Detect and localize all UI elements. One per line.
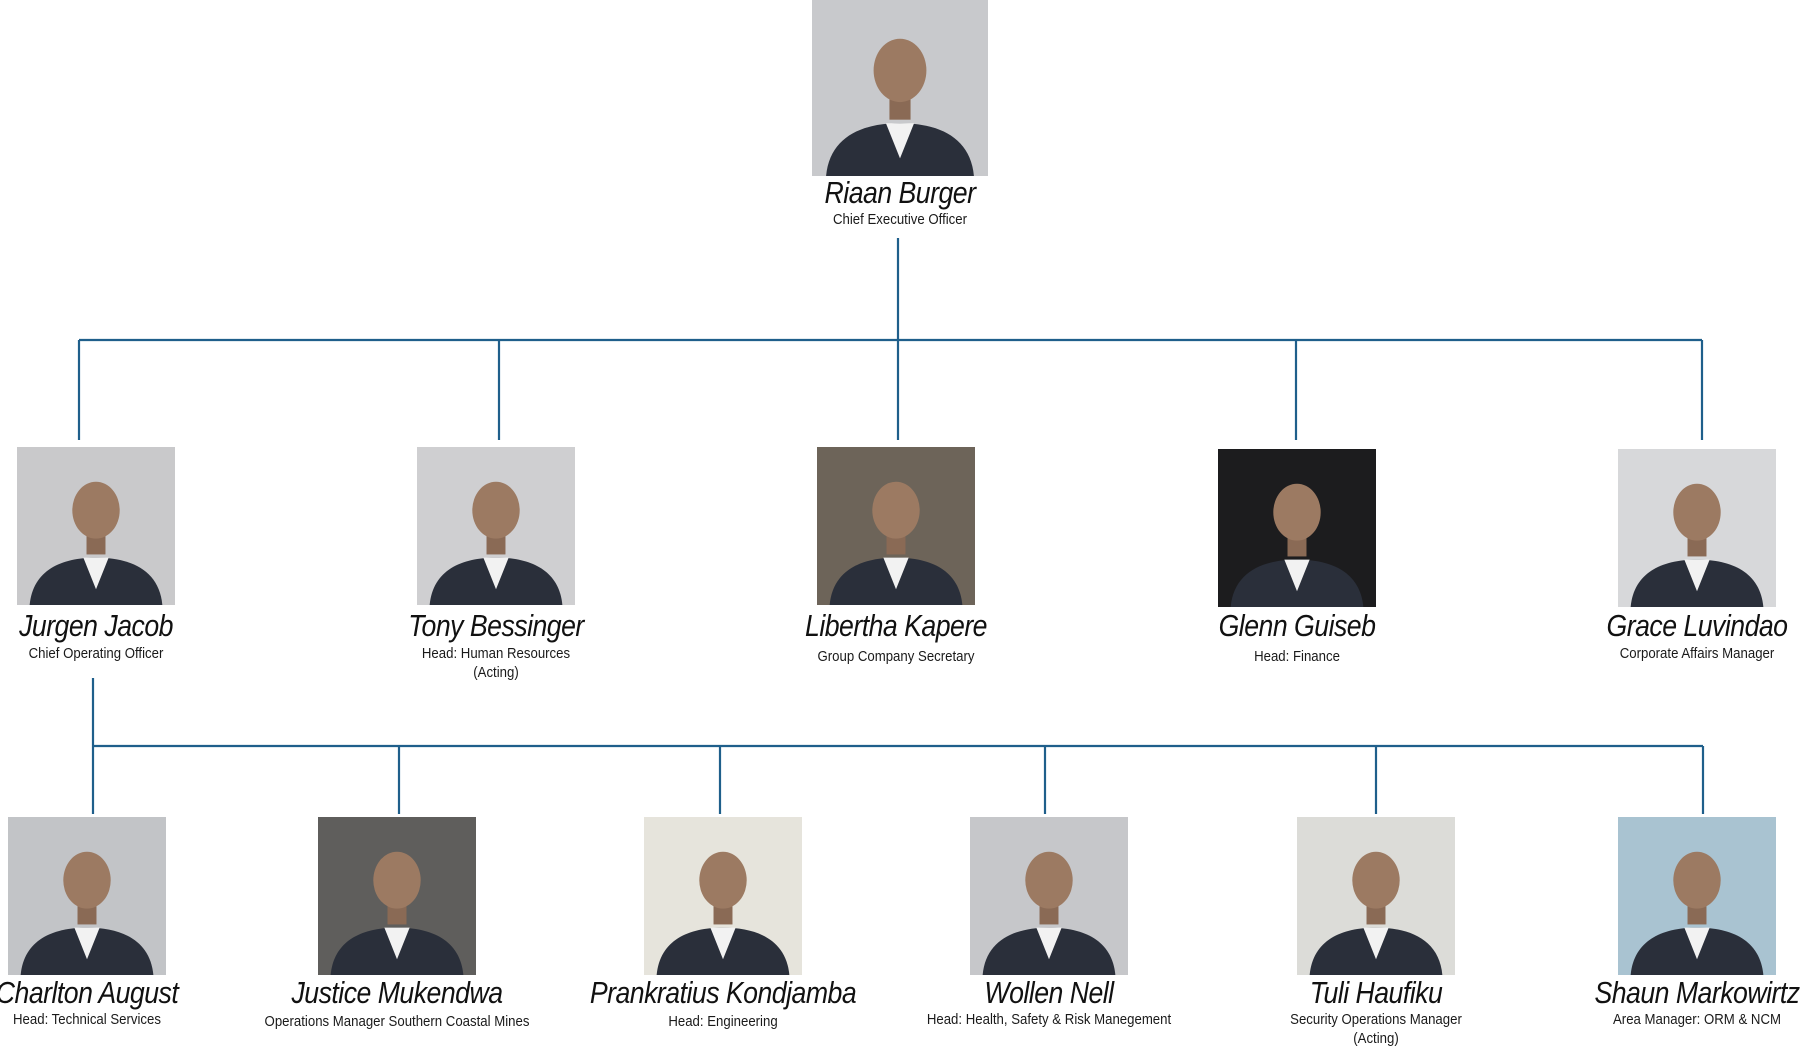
person-photo — [812, 0, 988, 176]
person-role: Head: Human Resources — [421, 645, 571, 662]
person-portrait-icon — [417, 447, 575, 605]
person-photo — [644, 817, 802, 975]
person-portrait-icon — [970, 817, 1128, 975]
person-role: Operations Manager Southern Coastal Mine… — [264, 1013, 530, 1030]
person-name: Glenn Guiseb — [1218, 608, 1376, 643]
person-photo — [1618, 449, 1776, 607]
person-role: Chief Executive Officer — [832, 211, 968, 228]
person-name: Prankratius Kondjamba — [589, 975, 857, 1010]
person-role: Area Manager: ORM & NCM — [1613, 1011, 1781, 1028]
person-photo — [318, 817, 476, 975]
person-role: Head: Technical Services — [13, 1011, 161, 1028]
person-name: Libertha Kapere — [805, 608, 987, 643]
person-role: (Acting) — [1353, 1030, 1399, 1047]
person-photo — [17, 447, 175, 605]
person-name: Justice Mukendwa — [291, 975, 503, 1010]
person-name: Shaun Markowirtz — [1594, 975, 1800, 1010]
person-role: Corporate Affairs Manager — [1619, 645, 1775, 662]
person-role: (Acting) — [473, 664, 519, 681]
person-photo — [417, 447, 575, 605]
person-portrait-icon — [1618, 817, 1776, 975]
person-name: Jurgen Jacob — [19, 608, 173, 643]
person-role: Group Company Secretary — [817, 648, 975, 665]
person-portrait-icon — [644, 817, 802, 975]
person-portrait-icon — [1218, 449, 1376, 607]
person-photo — [1218, 449, 1376, 607]
person-name: Riaan Burger — [824, 175, 976, 210]
person-role: Head: Health, Safety & Risk Manegement — [926, 1011, 1172, 1028]
person-portrait-icon — [1618, 449, 1776, 607]
person-portrait-icon — [812, 0, 988, 176]
person-photo — [817, 447, 975, 605]
person-role: Chief Operating Officer — [28, 645, 164, 662]
person-name: Charlton August — [0, 975, 179, 1010]
person-role: Security Operations Manager — [1290, 1011, 1462, 1028]
person-portrait-icon — [17, 447, 175, 605]
person-portrait-icon — [1297, 817, 1455, 975]
person-name: Grace Luvindao — [1606, 608, 1788, 643]
person-role: Head: Finance — [1254, 648, 1340, 665]
person-photo — [8, 817, 166, 975]
person-name: Wollen Nell — [984, 975, 1114, 1010]
person-name: Tony Bessinger — [408, 608, 584, 643]
person-photo — [970, 817, 1128, 975]
person-role: Head: Engineering — [668, 1013, 778, 1030]
person-photo — [1618, 817, 1776, 975]
person-portrait-icon — [817, 447, 975, 605]
person-portrait-icon — [318, 817, 476, 975]
person-portrait-icon — [8, 817, 166, 975]
person-name: Tuli Haufiku — [1309, 975, 1443, 1010]
person-photo — [1297, 817, 1455, 975]
